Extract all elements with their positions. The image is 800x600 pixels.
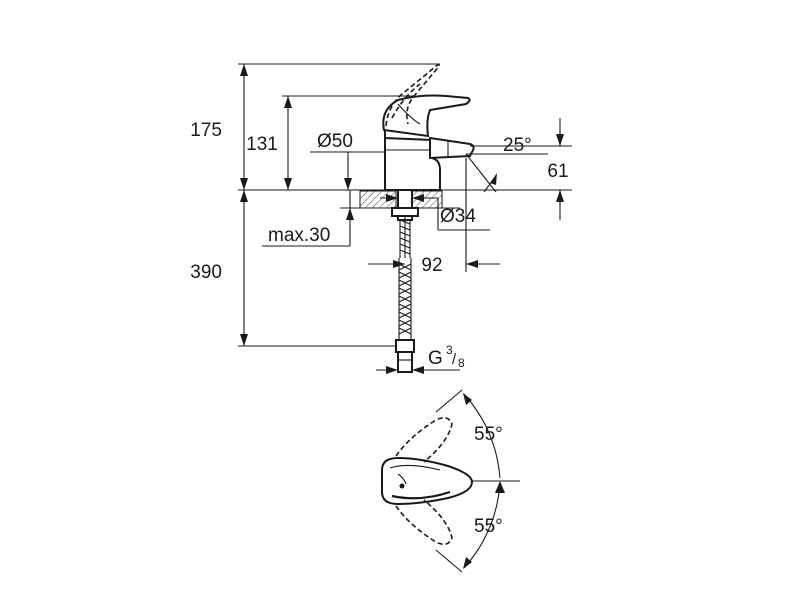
dimension-total-height: 175 [190,63,440,190]
label-rotation-down: 55° [474,516,503,537]
mounting-stud [391,189,419,258]
label-hose-length: 390 [190,262,222,283]
faucet-body [382,63,475,191]
dimension-max-deck-thickness: max.30 [262,190,360,247]
flexible-hose [395,258,415,373]
handle-rotated-down-outline [395,499,453,546]
side-view: 175 131 Ø50 25° [190,63,572,374]
top-view: 55° 55° [381,389,520,573]
dimension-hose-length: 390 [190,190,396,347]
dimension-spout-projection: 92 [368,158,500,276]
dimension-body-diameter: Ø50 [310,131,385,190]
angle-arc-down: 55° [435,481,505,573]
label-base-diameter: Ø34 [440,206,476,227]
handle-top-view [381,456,474,506]
dimension-spout-angle: 25° [465,135,548,193]
dimension-spout-height: 131 [246,95,446,190]
label-body-diameter: Ø50 [317,131,353,152]
dimension-spout-reach-height: 61 [470,118,572,220]
label-max-deck-thickness: max.30 [268,225,330,246]
label-spout-height: 131 [246,134,278,155]
dimension-connection-thread: G 3 / 8 [376,343,465,374]
label-rotation-up: 55° [474,424,503,445]
label-thread-prefix: G [428,348,443,369]
label-thread-slash: / [452,351,457,368]
label-thread-numerator: 3 [446,343,453,357]
label-total-height: 175 [190,120,222,141]
handle-rotated-up-outline [395,416,453,463]
label-spout-projection: 92 [421,255,442,276]
angle-arc-up: 55° [435,389,503,479]
label-thread-denominator: 8 [458,356,465,370]
label-spout-reach-height: 61 [547,161,568,182]
dimension-base-diameter: Ø34 [380,194,490,231]
